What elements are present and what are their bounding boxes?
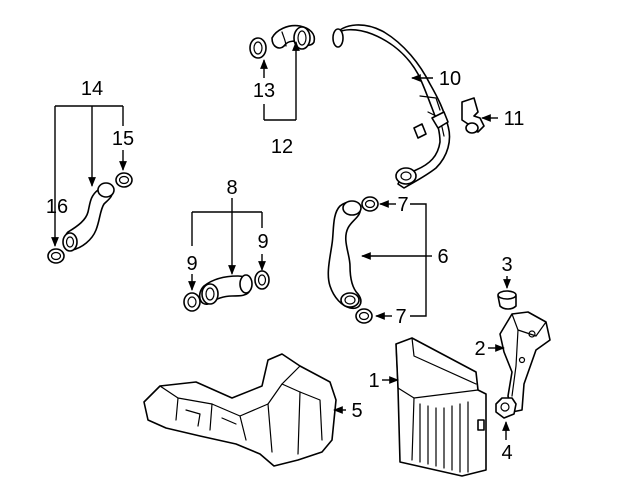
callout-11: 11: [504, 108, 525, 130]
callout-1: 1: [368, 370, 379, 392]
callout-2: 2: [474, 338, 485, 360]
part-15-clamp: [115, 172, 133, 188]
callout-10: 10: [439, 68, 461, 90]
callout-7-bottom: 7: [395, 306, 406, 328]
part-7-clamp-bottom: [355, 308, 373, 324]
callout-9-left: 9: [186, 253, 197, 275]
callout-8: 8: [226, 177, 237, 199]
callout-15: 15: [112, 128, 134, 150]
part-7-clamp-top: [361, 196, 379, 212]
callout-9-right: 9: [257, 231, 268, 253]
leader-lines: [51, 41, 511, 440]
callout-13: 13: [253, 80, 275, 102]
part-5-air-duct: [143, 353, 337, 467]
part-3-mount: [497, 290, 517, 310]
part-9-clamp-right: [254, 270, 270, 290]
part-9-clamp-left: [183, 292, 201, 312]
part-13-clamp: [249, 37, 267, 59]
callout-3: 3: [501, 254, 512, 276]
part-14-hose: [62, 182, 115, 252]
callout-7-top: 7: [397, 194, 408, 216]
part-1-intercooler: [395, 337, 487, 477]
callout-14: 14: [81, 78, 103, 100]
callout-12: 12: [271, 136, 293, 158]
callout-16: 16: [46, 196, 68, 218]
part-8-hose: [198, 274, 253, 305]
part-12-hose: [271, 24, 316, 50]
callout-6: 6: [437, 246, 448, 268]
part-10-intake-pipe: [332, 24, 451, 189]
part-4-nut: [495, 397, 517, 419]
callout-5: 5: [351, 400, 362, 422]
part-2-bracket: [499, 311, 551, 413]
part-11-sensor: [461, 97, 485, 134]
part-6-hose: [327, 200, 362, 310]
callout-4: 4: [501, 442, 512, 464]
part-16-clamp: [47, 248, 65, 264]
